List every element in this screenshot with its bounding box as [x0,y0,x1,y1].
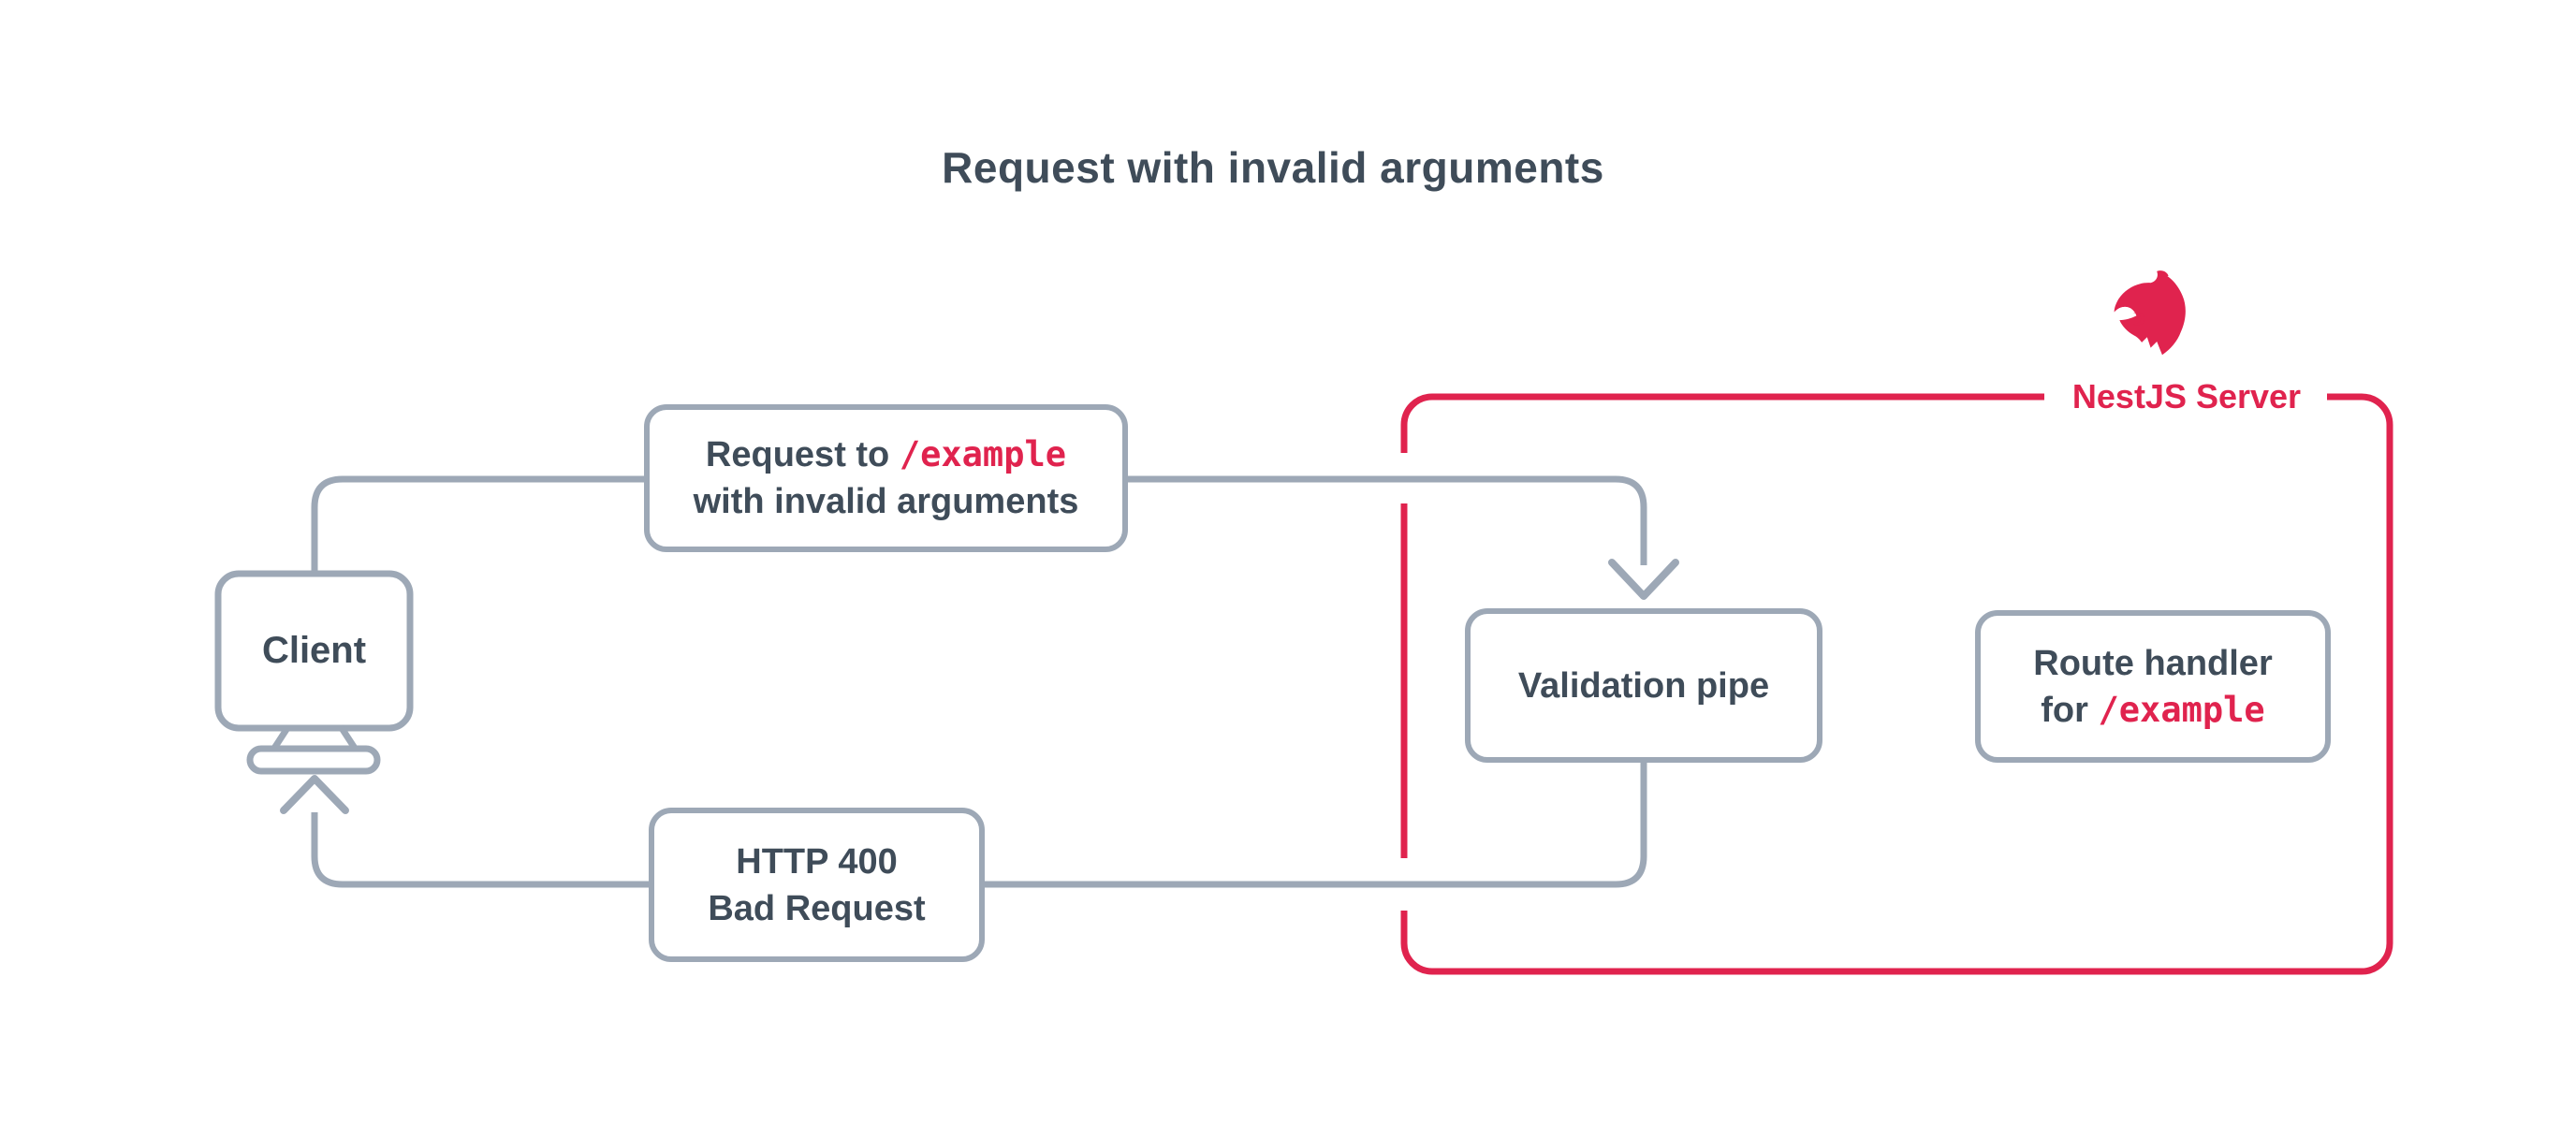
route-handler-line1: Route handler [2033,643,2273,683]
nestjs-logo-icon [2114,270,2186,356]
validation-pipe-box: Validation pipe [1465,608,1822,763]
http-response-line2: Bad Request [708,888,926,928]
border-gap-label [2044,382,2327,412]
http-response-box: HTTP 400 Bad Request [649,808,985,962]
http-response-text: HTTP 400 Bad Request [708,839,925,932]
route-handler-box: Route handler for /example [1975,610,2331,763]
nestjs-server-boundary [1400,393,2393,975]
arrow-down-icon [1608,559,1679,600]
http-response-line1: HTTP 400 [736,841,898,882]
diagram-title: Request with invalid arguments [942,143,1604,192]
route-endpoint-code: /example [2098,689,2265,730]
client-label: Client [261,630,367,671]
route-handler-prefix: for [2041,690,2099,730]
request-endpoint-code: /example [899,434,1067,474]
request-text-prefix: Request to [705,435,900,474]
validation-pipe-label: Validation pipe [1517,665,1770,706]
request-box-text: Request to /example with invalid argumen… [694,431,1079,525]
request-text-line2: with invalid arguments [693,482,1079,521]
arrow-up-icon [280,775,349,814]
route-handler-text: Route handler for /example [2033,640,2272,734]
client-monitor-icon [214,570,414,775]
nestjs-server-label: NestJS Server [2071,377,2302,416]
request-box: Request to /example with invalid argumen… [644,404,1128,552]
